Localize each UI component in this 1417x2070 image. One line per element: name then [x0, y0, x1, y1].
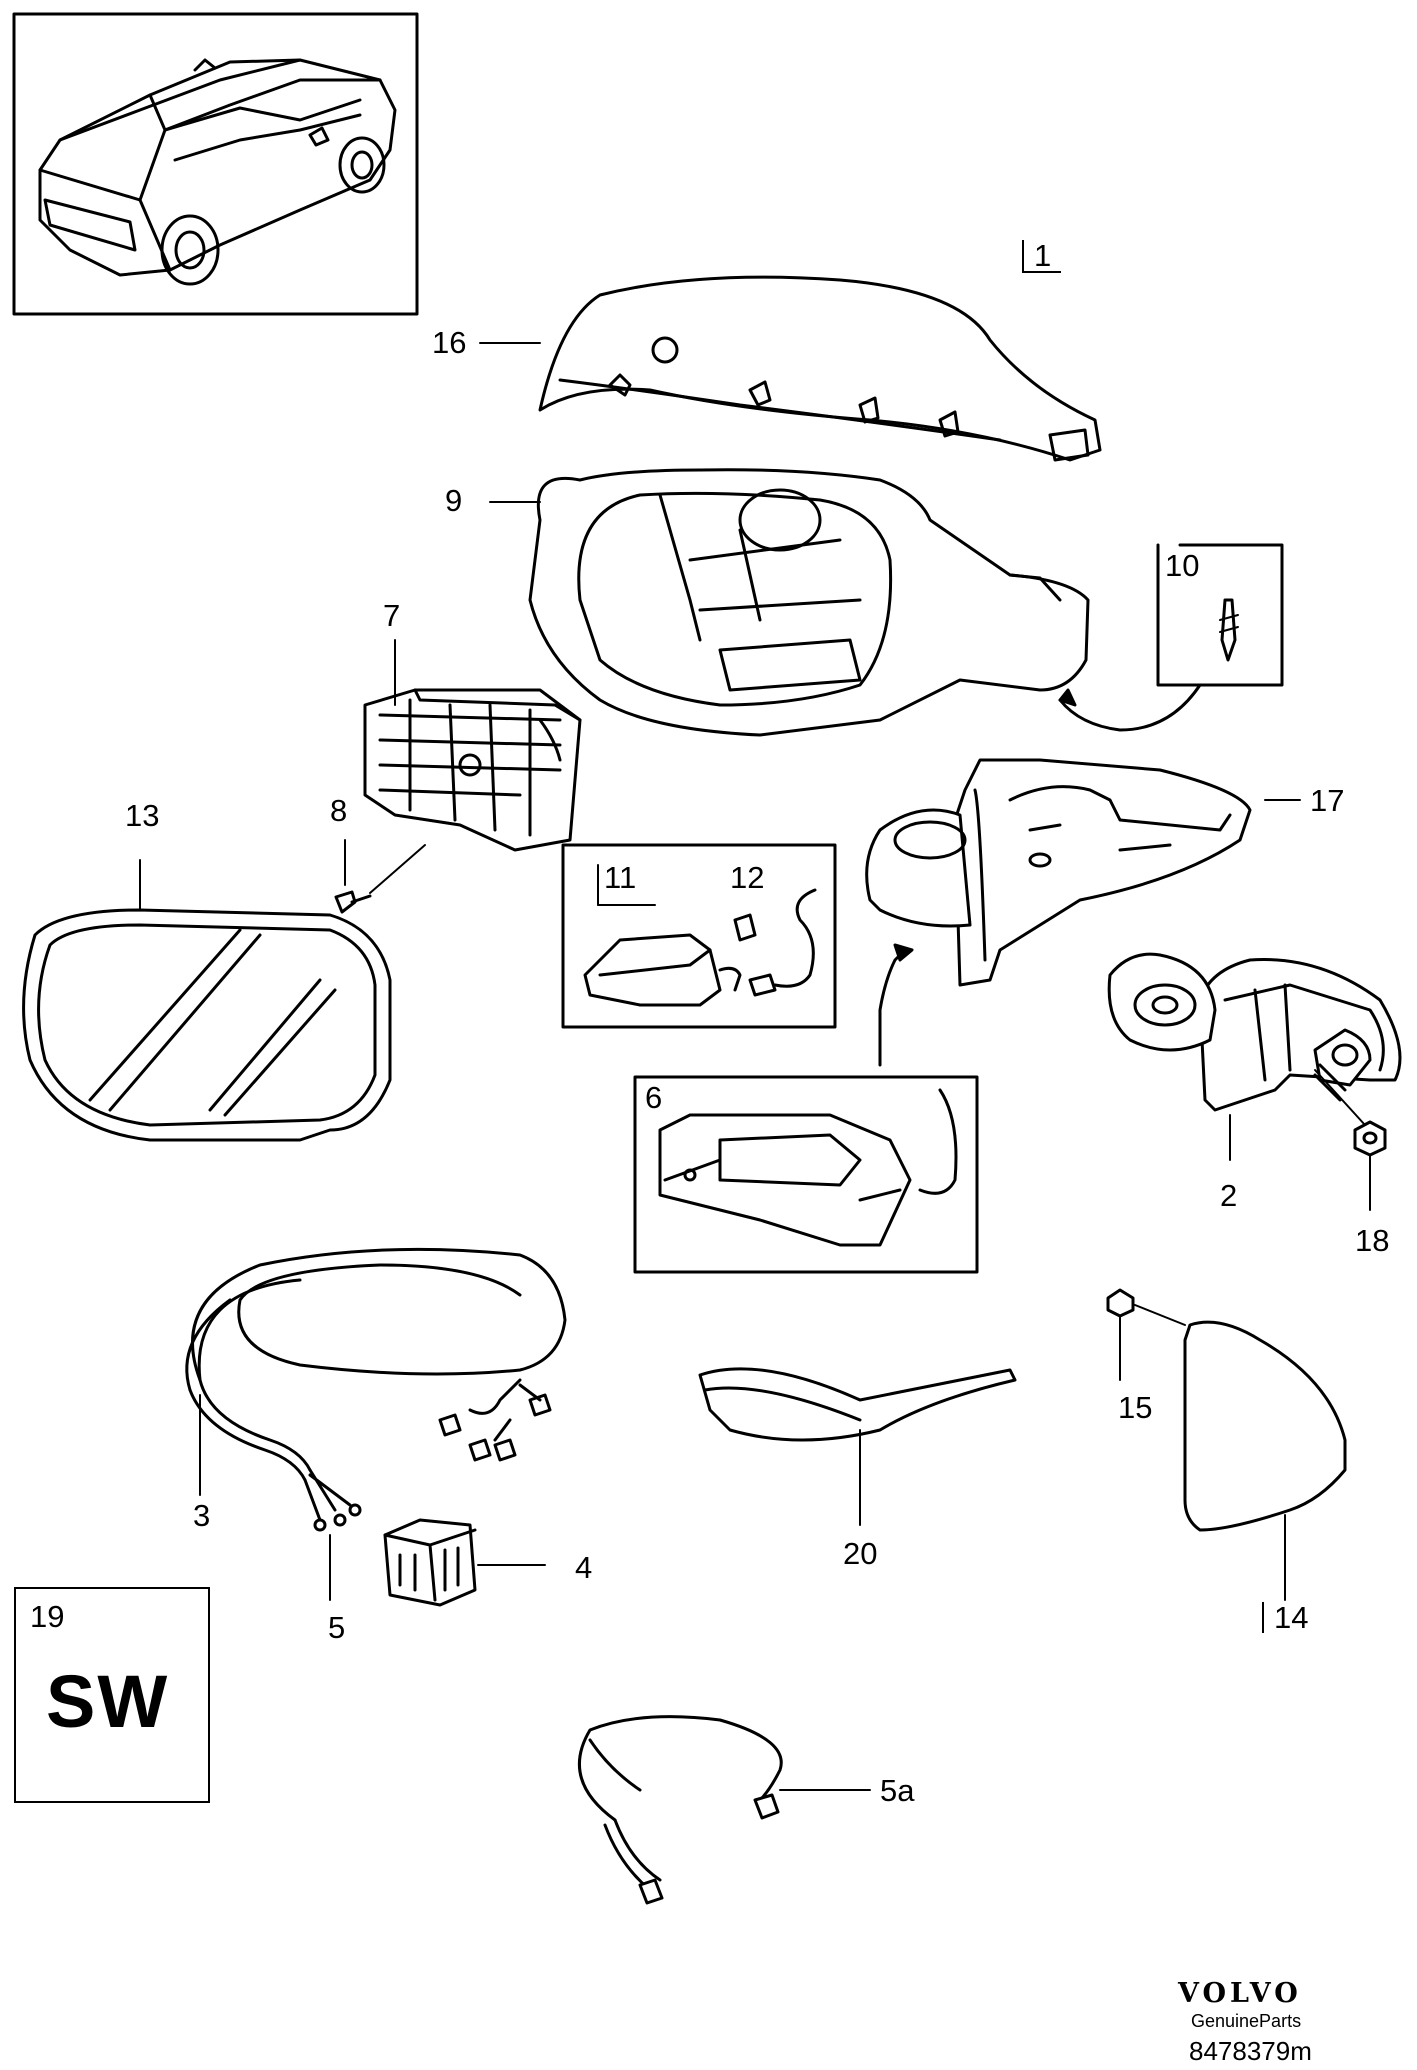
car-thumbnail: [12, 12, 419, 316]
label-8: 8: [330, 793, 348, 828]
part-3-wiring: [185, 1247, 567, 1601]
label-17: 17: [1310, 783, 1345, 818]
brand-logo: VOLVO: [1178, 1978, 1302, 2009]
part-10-box: [1058, 543, 1284, 732]
label-5: 5: [328, 1610, 346, 1645]
part-20-strip: [698, 1367, 1017, 1526]
label-20: 20: [843, 1536, 878, 1571]
label-16: 16: [432, 325, 467, 360]
part-6-box: [633, 1075, 979, 1274]
part-4-connector: [383, 1518, 546, 1607]
label-4: 4: [575, 1550, 593, 1585]
part-13-mirror-glass: [22, 859, 392, 1142]
part-5a-cable: [577, 1715, 871, 1905]
region-code: SW: [46, 1660, 170, 1743]
part-18-nut: [1314, 1069, 1387, 1211]
part-11-12-box: [561, 843, 837, 1029]
part-14-cover: [1183, 1320, 1347, 1601]
part-17-base: [865, 758, 1301, 987]
label-11: 11: [604, 860, 637, 895]
diagram-reference: 8478379m: [1189, 2036, 1312, 2066]
label-13: 13: [125, 798, 160, 833]
part-19-box: 19 SW: [14, 1587, 210, 1803]
label-15: 15: [1118, 1390, 1153, 1425]
part-7-motor: [363, 639, 582, 852]
label-1: 1: [1022, 240, 1062, 273]
label-6: 6: [645, 1080, 663, 1115]
brand-subtitle: GenuineParts: [1191, 2011, 1302, 2031]
label-7: 7: [383, 598, 401, 633]
label-3: 3: [193, 1498, 211, 1533]
label-12: 12: [730, 860, 765, 895]
label-14: 14: [1262, 1602, 1308, 1633]
part-16-cover: [479, 275, 1102, 462]
label-5a: 5a: [880, 1773, 915, 1808]
part-8-screw: [334, 839, 426, 914]
label-19: 19: [30, 1599, 65, 1634]
part-15-nut: [1106, 1288, 1186, 1381]
label-9: 9: [445, 483, 463, 518]
label-2: 2: [1220, 1178, 1238, 1213]
label-18: 18: [1355, 1223, 1390, 1258]
part-9-housing: [489, 468, 1090, 751]
arrow-6-to-17: [878, 943, 914, 1067]
label-10: 10: [1165, 548, 1200, 583]
part-2-motor: [1107, 952, 1402, 1161]
